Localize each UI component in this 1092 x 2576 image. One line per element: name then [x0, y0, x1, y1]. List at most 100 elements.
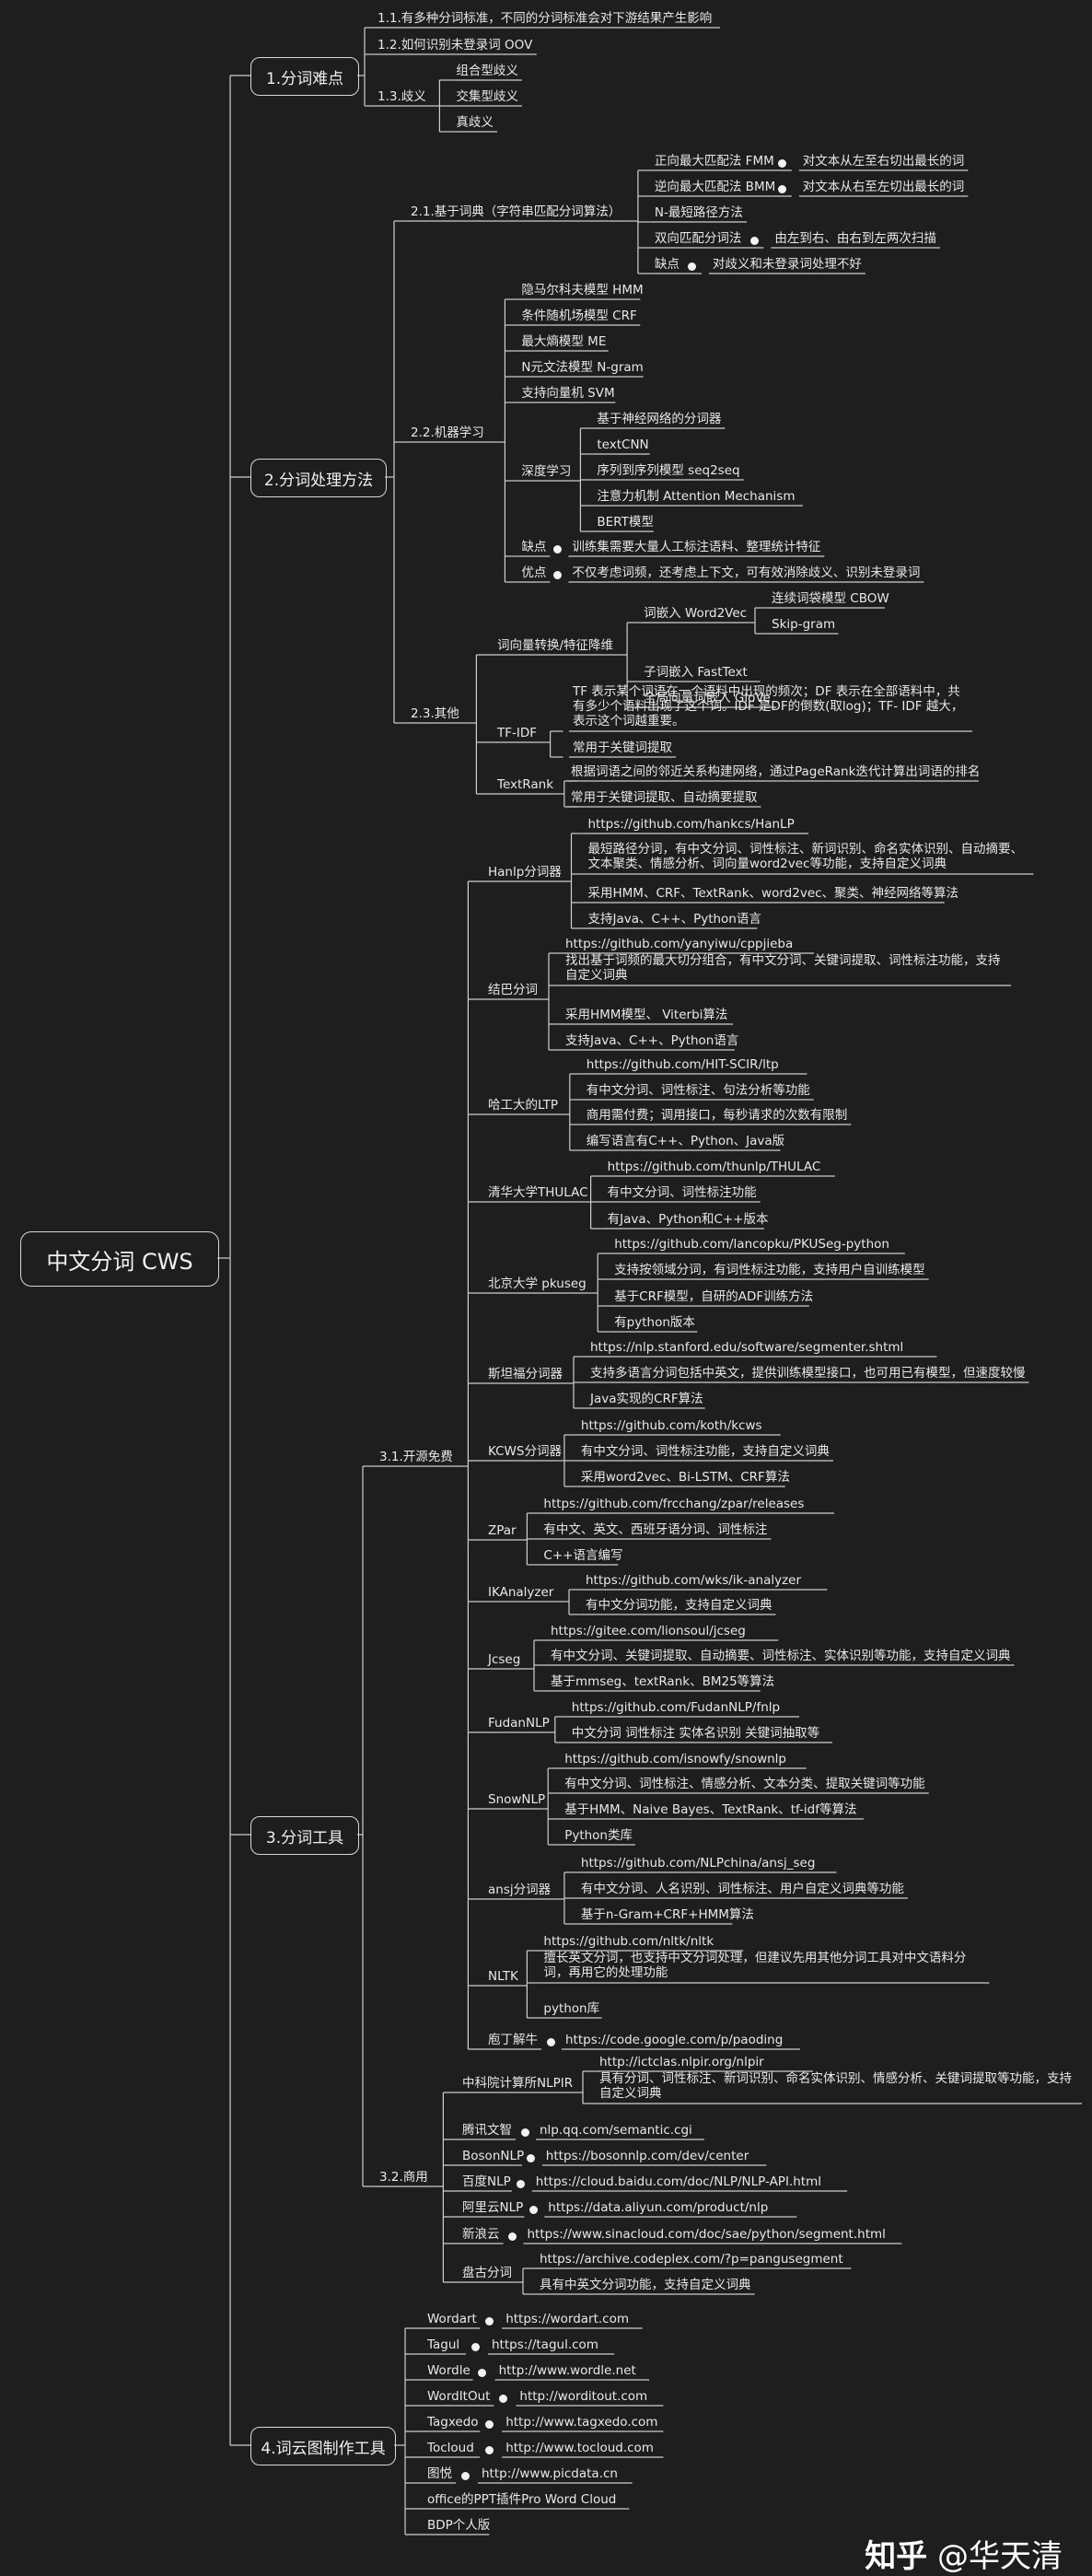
tool-url[interactable]: https://github.com/NLPchina/ansj_seg [580, 1855, 816, 1871]
method-other[interactable]: 2.3.其他 [411, 705, 459, 721]
tool-url[interactable]: https://github.com/isnowfy/snownlp [564, 1751, 787, 1766]
tool-feature[interactable]: 采用word2vec、Bi-LSTM、CRF算法 [580, 1469, 790, 1485]
section-methods[interactable]: 2.分词处理方法 [250, 459, 387, 497]
tool-feature[interactable]: 支持多语言分词包括中英文，提供训练模型接口，也可用已有模型，但速度较慢 [590, 1365, 1026, 1381]
tool-feature[interactable]: 最短路径分词，有中文分词、词性标注、新词识别、命名实体识别、自动摘要、文本聚类、… [587, 842, 1024, 872]
commercial-tool-url[interactable]: https://cloud.baidu.com/doc/NLP/NLP-API.… [535, 2174, 821, 2189]
tool-feature[interactable]: 编写语言有C++、Python、Java版 [586, 1133, 785, 1148]
ml-method[interactable]: 隐马尔科夫模型 HMM [521, 282, 644, 297]
tool-feature[interactable]: 有中文分词、词性标注、句法分析等功能 [586, 1082, 810, 1098]
commercial-tool-url[interactable]: http://ictclas.nlpir.org/nlpir [599, 2054, 764, 2069]
tool-feature[interactable]: 有中文、英文、西班牙语分词、词性标注 [543, 1521, 768, 1537]
dict-method-note[interactable]: 由左到右、由右到左两次扫描 [774, 230, 936, 246]
word-vector-method[interactable]: 词嵌入 Word2Vec [644, 605, 748, 621]
commercial-tool-name[interactable]: 百度NLP [462, 2174, 511, 2189]
tool-name[interactable]: 北京大学 pkuseg [488, 1276, 587, 1291]
tool-name[interactable]: SnowNLP [488, 1791, 546, 1807]
tool-url[interactable]: https://github.com/nltk/nltk [543, 1933, 714, 1949]
tools-commercial[interactable]: 3.2.商用 [379, 2169, 428, 2185]
tool-url[interactable]: https://github.com/hankcs/HanLP [587, 816, 795, 832]
ml-method[interactable]: 深度学习 [521, 463, 572, 479]
deep-learning-model[interactable]: 序列到序列模型 seq2seq [597, 462, 740, 478]
tool-name[interactable]: 庖丁解牛 [488, 2032, 538, 2047]
wordcloud-tool[interactable]: BDP个人版 [427, 2517, 491, 2533]
word2vec-variant[interactable]: 连续词袋模型 CBOW [772, 590, 889, 606]
tfidf-desc[interactable]: TF 表示某个词语在一个语料中出现的频次；DF 表示在全部语料中，共有多少个语料… [573, 683, 964, 729]
ml-method[interactable]: 最大熵模型 ME [521, 333, 607, 349]
difficulty-ambiguity[interactable]: 1.3.歧义 [378, 88, 426, 104]
wordcloud-tool[interactable]: Tagxedo [427, 2414, 479, 2430]
tool-name[interactable]: NLTK [488, 1968, 518, 1984]
wordcloud-tool[interactable]: Wordart [427, 2311, 477, 2326]
wordcloud-tool[interactable]: WordItOut [427, 2388, 491, 2404]
tool-url[interactable]: https://github.com/FudanNLP/fnlp [571, 1699, 781, 1715]
tool-feature[interactable]: 支持Java、C++、Python语言 [587, 911, 761, 927]
method-ml[interactable]: 2.2.机器学习 [411, 425, 484, 440]
commercial-tool-url[interactable]: https://www.sinacloud.com/doc/sae/python… [527, 2226, 886, 2242]
word2vec-variant[interactable]: Skip-gram [772, 616, 836, 632]
dict-method[interactable]: 双向匹配分词法 [654, 230, 742, 246]
tool-feature[interactable]: 支持Java、C++、Python语言 [565, 1032, 739, 1048]
tool-name[interactable]: 结巴分词 [488, 982, 538, 997]
tool-feature[interactable]: 找出基于词频的最大切分组合，有中文分词、关键词提取、词性标注功能，支持自定义词典 [565, 953, 1001, 984]
tool-url[interactable]: https://github.com/yanyiwu/cppjieba [565, 936, 794, 951]
dict-method[interactable]: 逆向最大匹配法 BMM [654, 179, 776, 194]
difficulty-standards[interactable]: 1.1.有多种分词标准，不同的分词标准会对下游结果产生影响 [378, 10, 713, 26]
textrank-desc[interactable]: 常用于关键词提取、自动摘要提取 [571, 789, 758, 805]
wordcloud-url[interactable]: https://wordart.com [505, 2311, 630, 2326]
dict-method[interactable]: 缺点 [654, 256, 680, 272]
ambiguity-type[interactable]: 真歧义 [456, 114, 494, 130]
dict-method-note[interactable]: 对文本从右至左切出最长的词 [802, 179, 965, 194]
tool-feature[interactable]: Python类库 [564, 1827, 633, 1843]
tool-feature[interactable]: Java实现的CRF算法 [590, 1391, 703, 1406]
commercial-tool-name[interactable]: 腾讯文智 [462, 2122, 512, 2138]
wordcloud-tool[interactable]: 图悦 [427, 2465, 452, 2481]
tool-feature[interactable]: 有中文分词、词性标注、情感分析、文本分类、提取关键词等功能 [564, 1776, 925, 1791]
tool-url[interactable]: https://github.com/wks/ik-analyzer [586, 1572, 802, 1588]
commercial-tool-feature[interactable]: 具有中英文分词功能，支持自定义词典 [540, 2277, 751, 2292]
tool-name[interactable]: ZPar [488, 1522, 517, 1538]
dict-method-note[interactable]: 对歧义和未登录词处理不好 [712, 256, 862, 272]
commercial-tool-url[interactable]: https://data.aliyun.com/product/nlp [548, 2199, 769, 2215]
deep-learning-model[interactable]: 注意力机制 Attention Mechanism [597, 488, 796, 504]
ml-method[interactable]: 优点 [521, 565, 547, 580]
tool-url[interactable]: https://code.google.com/p/paoding [565, 2032, 784, 2047]
tool-feature[interactable]: 有中文分词、词性标注功能，支持自定义词典 [580, 1443, 830, 1459]
tool-feature[interactable]: C++语言编写 [543, 1547, 623, 1563]
tool-feature[interactable]: 商用需付费；调用接口，每秒请求的次数有限制 [586, 1107, 848, 1123]
tfidf-node[interactable]: TF-IDF [497, 725, 538, 740]
ml-method[interactable]: 支持向量机 SVM [521, 385, 615, 401]
tool-feature[interactable]: 有中文分词功能，支持自定义词典 [586, 1597, 773, 1613]
deep-learning-model[interactable]: BERT模型 [597, 514, 654, 530]
tool-url[interactable]: https://github.com/frcchang/zpar/release… [543, 1496, 805, 1511]
tool-url[interactable]: https://github.com/koth/kcws [580, 1417, 762, 1433]
tool-feature[interactable]: 基于CRF模型，自研的ADF训练方法 [614, 1288, 814, 1304]
tool-feature[interactable]: 有中文分词、人名识别、词性标注、用户自定义词典等功能 [580, 1881, 904, 1896]
tool-feature[interactable]: 有python版本 [614, 1314, 695, 1330]
tool-feature[interactable]: 擅长英文分词，也支持中文分词处理，但建议先用其他分词工具对中文语料分词，再用它的… [543, 1951, 967, 1981]
tool-feature[interactable]: 支持按领域分词，有词性标注功能，支持用户自训练模型 [614, 1262, 925, 1277]
deep-learning-model[interactable]: textCNN [597, 437, 649, 452]
tool-url[interactable]: https://github.com/lancopku/PKUSeg-pytho… [614, 1236, 889, 1252]
ambiguity-type[interactable]: 交集型歧义 [456, 88, 518, 104]
tool-feature[interactable]: 有中文分词、词性标注功能 [607, 1184, 757, 1200]
wordcloud-url[interactable]: http://www.tocloud.com [505, 2440, 654, 2455]
tool-feature[interactable]: 基于n-Gram+CRF+HMM算法 [580, 1906, 754, 1922]
wordcloud-tool[interactable]: Wordle [427, 2362, 470, 2378]
commercial-tool-name[interactable]: 中科院计算所NLPIR [462, 2075, 574, 2091]
tool-feature[interactable]: python库 [543, 2000, 600, 2016]
wordcloud-tool[interactable]: Tocloud [427, 2440, 474, 2455]
ml-method[interactable]: 条件随机场模型 CRF [521, 308, 637, 323]
tools-open-source[interactable]: 3.1.开源免费 [379, 1449, 453, 1464]
word-vector-method[interactable]: 全局向量词嵌入 GloVe [644, 690, 771, 705]
ml-method[interactable]: N元文法模型 N-gram [521, 359, 644, 375]
section-wordcloud[interactable]: 4.词云图制作工具 [250, 2427, 396, 2465]
ml-method[interactable]: 缺点 [521, 539, 547, 554]
tool-name[interactable]: 哈工大的LTP [488, 1097, 559, 1113]
tool-feature[interactable]: 基于HMM、Naive Bayes、TextRank、tf-idf等算法 [564, 1801, 857, 1817]
commercial-tool-url[interactable]: https://bosonnlp.com/dev/center [545, 2148, 749, 2163]
section-tools[interactable]: 3.分词工具 [250, 1816, 359, 1855]
textrank-desc[interactable]: 根据词语之间的邻近关系构建网络，通过PageRank迭代计算出词语的排名 [571, 763, 981, 779]
word-vector-node[interactable]: 词向量转换/特征降维 [497, 637, 614, 653]
tool-name[interactable]: ansj分词器 [488, 1882, 552, 1897]
